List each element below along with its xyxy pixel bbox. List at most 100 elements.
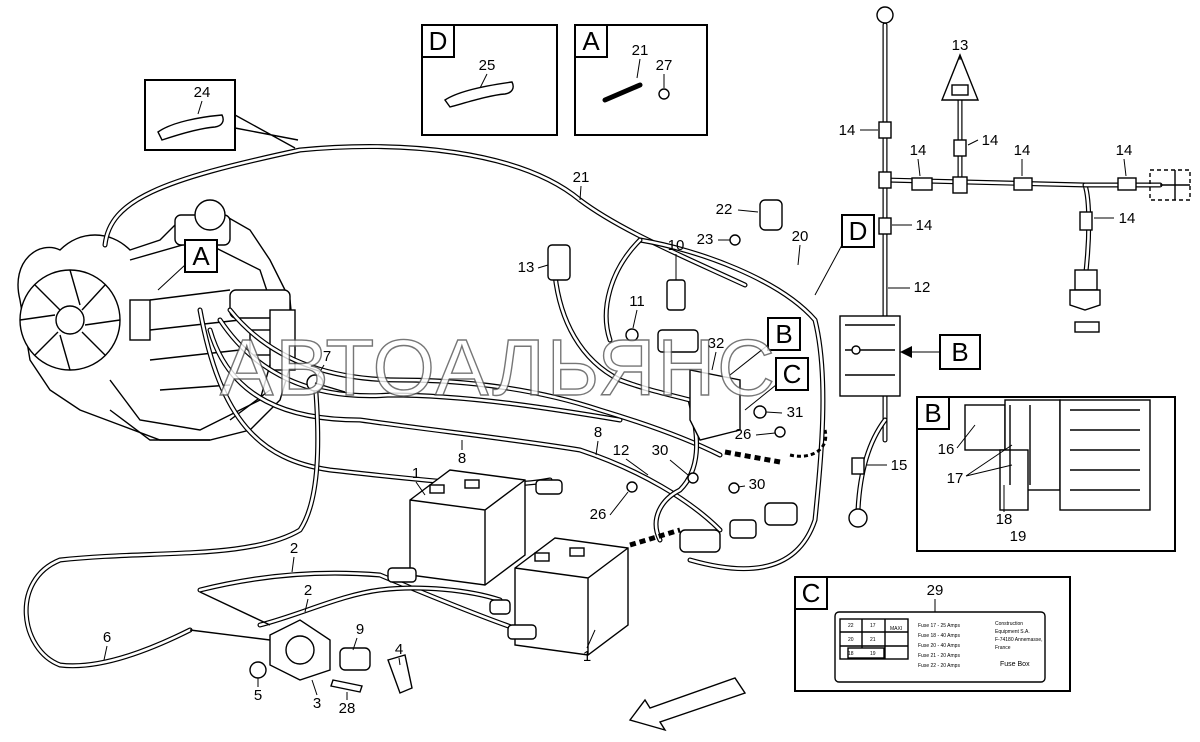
watermark: АВТОАЛЬЯНС — [220, 323, 777, 412]
maker-line-1: Construction — [995, 621, 1023, 627]
detail-box-d: D 25 — [421, 24, 558, 136]
callout-14-1: 14 — [839, 122, 856, 139]
relay-group — [306, 199, 786, 494]
callout-20: 20 — [792, 228, 809, 245]
callout-18: 18 — [996, 511, 1013, 528]
callout-2-a: 2 — [290, 540, 298, 557]
callout-30-a: 30 — [652, 442, 669, 459]
callout-27: 27 — [656, 57, 673, 74]
cable-bundle-8 — [197, 307, 723, 533]
callout-14-3: 14 — [982, 132, 999, 149]
cable-20 — [603, 237, 826, 572]
fuse-line-2: Fuse 18 - 40 Amps — [918, 633, 960, 639]
callout-14-4: 14 — [1014, 142, 1031, 159]
fuse-cell-1: 22 — [848, 623, 854, 629]
fuse-cell-5: 21 — [870, 637, 876, 643]
callout-14-7: 14 — [916, 217, 933, 234]
detail-c-letter: C — [802, 578, 821, 608]
fuse-box-title: Fuse Box — [1000, 661, 1030, 668]
callout-28: 28 — [339, 700, 356, 717]
callout-9: 9 — [356, 621, 364, 638]
callout-14-6: 14 — [1119, 210, 1136, 227]
callout-29: 29 — [927, 582, 944, 599]
cable-tie-icon-24 — [157, 114, 224, 141]
harness-right — [839, 6, 1191, 528]
marker-b-right: B — [900, 334, 981, 370]
fuse-line-4: Fuse 21 - 20 Amps — [918, 653, 960, 659]
callout-1-b: 1 — [583, 648, 591, 665]
fuse-cell-2: 20 — [848, 637, 854, 643]
battery-master-switch — [189, 591, 413, 694]
callout-16: 16 — [938, 441, 955, 458]
maker-line-4: France — [995, 645, 1011, 651]
detail-a-letter: A — [582, 26, 600, 56]
callout-26-a: 26 — [735, 426, 752, 443]
callout-4: 4 — [395, 641, 403, 658]
callout-26-b: 26 — [590, 506, 607, 523]
callout-8-a: 8 — [458, 450, 466, 467]
detail-d-letter: D — [429, 26, 448, 56]
marker-b-top: B — [729, 317, 801, 376]
detail-inset-24: 24 — [144, 79, 299, 151]
callout-14-5: 14 — [1116, 142, 1133, 159]
callout-3: 3 — [313, 695, 321, 712]
cable-tie-icon — [444, 81, 514, 108]
callout-14-2: 14 — [910, 142, 927, 159]
callout-8-b: 8 — [594, 424, 602, 441]
callout-15: 15 — [891, 457, 908, 474]
front-arrow-icon — [628, 677, 747, 732]
cable-21 — [102, 144, 748, 288]
callout-13-b: 13 — [952, 37, 969, 54]
callout-24: 24 — [194, 84, 211, 101]
callout-21: 21 — [573, 169, 590, 186]
fuse-line-5: Fuse 22 - 20 Amps — [918, 663, 960, 669]
callouts: 1 1 2 2 3 4 5 6 7 8 8 9 10 11 12 12 13 1… — [103, 37, 1136, 717]
callout-6: 6 — [103, 629, 111, 646]
marker-d-letter: D — [849, 216, 868, 246]
terminals — [387, 479, 798, 640]
callout-5: 5 — [254, 687, 262, 704]
detail-box-b: B 16 17 18 19 — [916, 396, 1176, 552]
callout-23: 23 — [697, 231, 714, 248]
cable-6 — [23, 377, 321, 669]
callout-7: 7 — [323, 348, 331, 365]
marker-d: D — [814, 214, 875, 296]
callout-11: 11 — [629, 293, 645, 310]
marker-c: C — [744, 357, 809, 411]
maker-line-3: F-74180 Annemasse, — [995, 637, 1043, 643]
maker-line-2: Equipment S.A. — [995, 629, 1030, 635]
fan-icon — [19, 269, 121, 371]
battery-icon-2 — [514, 537, 629, 656]
battery-icon — [409, 469, 526, 586]
callout-13-a: 13 — [518, 259, 535, 276]
callout-12-b: 12 — [914, 279, 931, 296]
callout-22: 22 — [716, 201, 733, 218]
callout-2-b: 2 — [304, 582, 312, 599]
callout-1-a: 1 — [412, 465, 420, 482]
detail-box-a: A 21 27 — [574, 24, 708, 136]
callout-21-a: 21 — [632, 42, 649, 59]
callout-10: 10 — [668, 237, 685, 254]
fuse-cell-4: 17 — [870, 623, 876, 629]
callout-17: 17 — [947, 470, 964, 487]
callout-32: 32 — [708, 335, 725, 352]
ground-straps — [629, 429, 828, 548]
fuse-cell-3: 18 — [848, 651, 854, 657]
callout-12-a: 12 — [613, 442, 630, 459]
fuse-line-1: Fuse 17 - 25 Amps — [918, 623, 960, 629]
marker-c-letter: C — [783, 359, 802, 389]
marker-b-letter: B — [775, 319, 792, 349]
detail-box-c: C 29 22 20 18 17 21 19 MAXI Fuse 17 - 25… — [794, 576, 1071, 692]
marker-b-right-letter: B — [951, 337, 968, 367]
callout-30-b: 30 — [749, 476, 766, 493]
cable-2 — [197, 570, 523, 633]
callout-19: 19 — [1010, 528, 1027, 545]
fuse-cell-6: 19 — [870, 651, 876, 657]
callout-25: 25 — [479, 57, 496, 74]
fuse-cell-maxi: MAXI — [890, 626, 902, 632]
callout-31: 31 — [787, 404, 804, 421]
marker-a-letter: A — [192, 241, 210, 271]
detail-b-letter: B — [924, 398, 941, 428]
